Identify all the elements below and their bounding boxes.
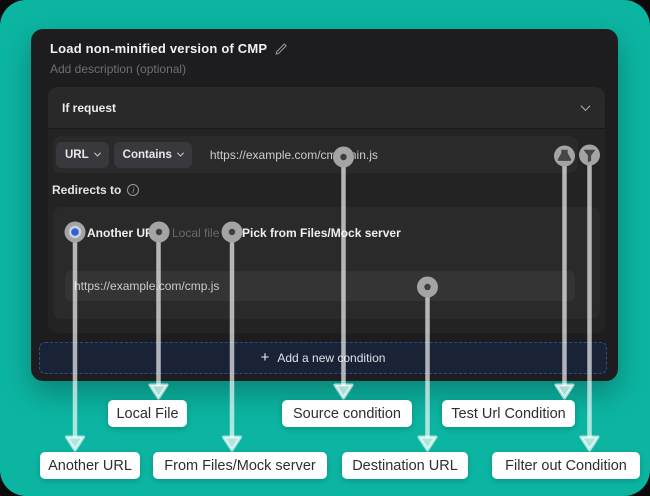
redirects-to-row: Redirects to i bbox=[52, 183, 140, 197]
plus-icon: + bbox=[260, 349, 270, 366]
condition-card: If request URL Contains https://example.… bbox=[48, 87, 605, 333]
redirect-destination-box: Another URL Local file Pick from Files/M… bbox=[53, 207, 600, 319]
radio-label-local-file[interactable]: Local file bbox=[172, 226, 220, 240]
source-key-select[interactable]: URL bbox=[56, 141, 109, 168]
add-condition-button[interactable]: + Add a new condition bbox=[39, 342, 607, 374]
source-url-input[interactable]: https://example.com/cmp.min.js bbox=[209, 147, 378, 162]
source-operator-value: Contains bbox=[122, 148, 172, 161]
callout-another-url: Another URL bbox=[40, 452, 140, 479]
source-key-value: URL bbox=[65, 148, 89, 161]
destination-url-value: https://example.com/cmp.js bbox=[74, 279, 220, 293]
source-condition-row: URL Contains https://example.com/cmp.min… bbox=[53, 136, 578, 173]
callout-test-url-condition: Test Url Condition bbox=[442, 400, 575, 427]
callout-filter-out-condition: Filter out Condition bbox=[492, 452, 640, 479]
rule-editor-panel: Load non-minified version of CMP Add des… bbox=[31, 29, 618, 381]
redirects-to-label: Redirects to bbox=[52, 183, 122, 197]
callout-local-file: Local File bbox=[108, 400, 187, 427]
destination-url-input[interactable]: https://example.com/cmp.js bbox=[65, 271, 575, 301]
condition-card-header[interactable]: If request bbox=[48, 87, 605, 129]
chevron-down-icon bbox=[93, 149, 101, 157]
condition-card-title: If request bbox=[62, 100, 117, 115]
rule-description-placeholder[interactable]: Add description (optional) bbox=[50, 62, 187, 76]
radio-label-pick-from-files[interactable]: Pick from Files/Mock server bbox=[242, 226, 401, 240]
rule-title: Load non-minified version of CMP bbox=[50, 41, 268, 56]
info-icon[interactable]: i bbox=[127, 184, 140, 196]
source-operator-select[interactable]: Contains bbox=[113, 141, 192, 168]
callout-from-files-mock-server: From Files/Mock server bbox=[153, 452, 327, 479]
rule-title-row: Load non-minified version of CMP bbox=[50, 41, 288, 56]
radio-label-another-url[interactable]: Another URL bbox=[87, 226, 161, 240]
add-condition-label: Add a new condition bbox=[277, 351, 386, 365]
chevron-down-icon bbox=[176, 149, 184, 157]
callout-source-condition: Source condition bbox=[282, 400, 412, 427]
chevron-down-icon[interactable] bbox=[580, 101, 591, 112]
callout-destination-url: Destination URL bbox=[342, 452, 468, 479]
edit-pencil-icon[interactable] bbox=[274, 42, 288, 56]
